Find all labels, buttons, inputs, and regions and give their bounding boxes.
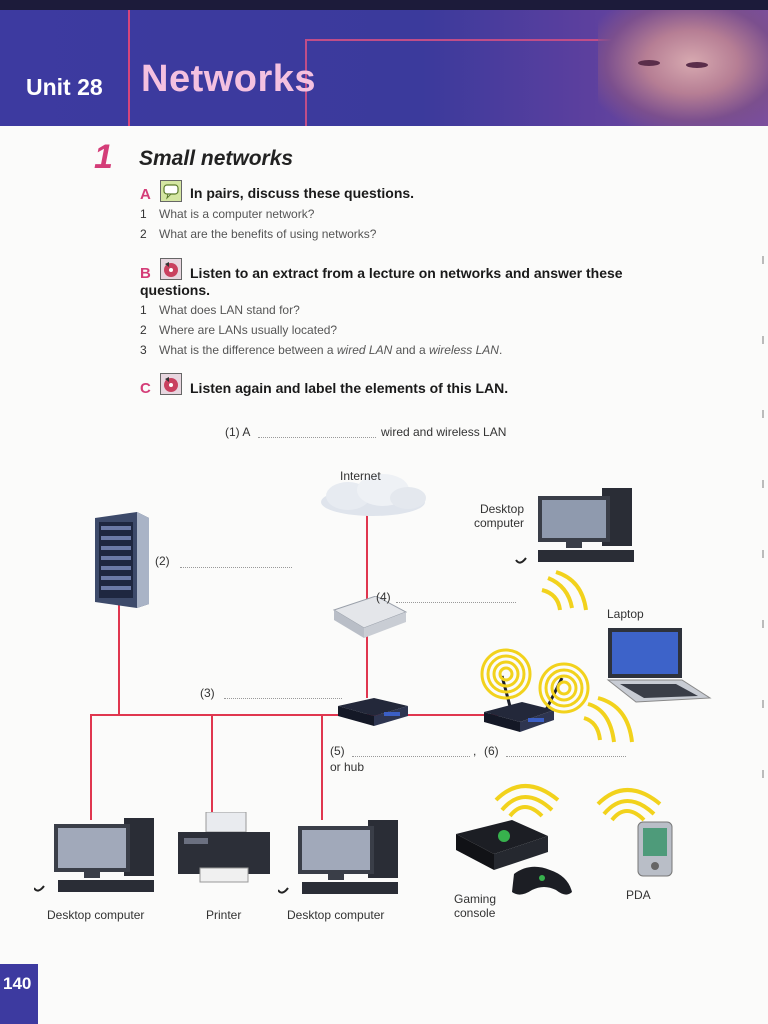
server-rack bbox=[93, 512, 151, 613]
wifi-signal-icon bbox=[478, 646, 534, 707]
margin-mark bbox=[762, 770, 764, 778]
section-number: 1 bbox=[94, 138, 113, 176]
part-b-instruction-cont: questions. bbox=[140, 282, 211, 298]
margin-mark bbox=[762, 410, 764, 418]
margin-mark bbox=[762, 480, 764, 488]
question-number: 2 bbox=[140, 323, 147, 337]
printer bbox=[176, 811, 272, 893]
audio-cd-icon bbox=[160, 258, 182, 280]
internet-cloud bbox=[308, 464, 438, 529]
blank-2 bbox=[180, 566, 292, 568]
modem bbox=[332, 595, 408, 645]
margin-mark bbox=[762, 256, 764, 264]
unit-header bbox=[0, 0, 768, 126]
internet-wire bbox=[366, 505, 368, 605]
desktop-computer-mid bbox=[277, 818, 402, 905]
laptop-label: Laptop bbox=[607, 607, 644, 621]
wifi-signal-icon bbox=[536, 660, 592, 721]
margin-mark bbox=[762, 550, 764, 558]
audio-cd-icon bbox=[160, 373, 182, 395]
blank-4 bbox=[396, 601, 516, 603]
wifi-signal-icon bbox=[494, 780, 560, 825]
question-text: What are the benefits of using networks? bbox=[159, 227, 377, 241]
label-4: (4) bbox=[376, 590, 391, 604]
section-title: Small networks bbox=[139, 147, 294, 170]
part-a-letter: A bbox=[140, 186, 151, 203]
blank-1 bbox=[258, 436, 376, 438]
label-5: (5) bbox=[330, 744, 345, 758]
header-top-bar bbox=[0, 0, 768, 10]
desktop-computer-left bbox=[33, 816, 158, 903]
blank-3 bbox=[224, 697, 342, 699]
or-hub-label: or hub bbox=[330, 760, 365, 774]
question-text: Where are LANs usually located? bbox=[159, 323, 338, 337]
wifi-signal-icon bbox=[538, 568, 600, 619]
diagram-caption-prefix: (1) A bbox=[225, 425, 251, 439]
gaming-console bbox=[454, 818, 576, 907]
part-a-instruction: In pairs, discuss these questions. bbox=[190, 185, 415, 201]
desktop-mid-wire bbox=[321, 714, 323, 820]
desktop-mid-label: Desktop computer bbox=[287, 908, 385, 922]
question-number: 1 bbox=[140, 207, 147, 221]
margin-mark bbox=[762, 336, 764, 344]
page-number: 140 bbox=[3, 974, 32, 993]
part-b-letter: B bbox=[140, 265, 151, 282]
desktop-computer-top bbox=[514, 488, 636, 575]
header-divider bbox=[128, 10, 130, 126]
internet-label: Internet bbox=[340, 469, 381, 483]
unit-title: Networks bbox=[141, 58, 317, 100]
ap-wire bbox=[410, 714, 482, 716]
question-number: 2 bbox=[140, 227, 147, 241]
blank-6 bbox=[506, 755, 626, 757]
part-b-instruction: Listen to an extract from a lecture on n… bbox=[190, 265, 623, 281]
label-3: (3) bbox=[200, 686, 215, 700]
wifi-signal-icon bbox=[580, 696, 638, 753]
printer-label: Printer bbox=[206, 908, 242, 922]
question-text: What is the difference between a wired L… bbox=[159, 343, 503, 357]
label-6: (6) bbox=[484, 744, 499, 758]
margin-mark bbox=[762, 620, 764, 628]
header-decor-line-vertical bbox=[305, 39, 307, 126]
part-c-instruction: Listen again and label the elements of t… bbox=[190, 380, 509, 396]
header-photo bbox=[598, 10, 768, 126]
unit-label: Unit 28 bbox=[26, 74, 103, 100]
label-2: (2) bbox=[155, 554, 170, 568]
question-text: What does LAN stand for? bbox=[159, 303, 300, 317]
pda bbox=[636, 820, 674, 883]
margin-mark bbox=[762, 700, 764, 708]
printer-wire bbox=[211, 714, 213, 818]
desktop-left-wire bbox=[90, 714, 92, 820]
blank-5 bbox=[352, 755, 470, 757]
diagram-caption-suffix: wired and wireless LAN bbox=[381, 425, 507, 439]
question-number: 1 bbox=[140, 303, 147, 317]
server-wire bbox=[118, 604, 120, 716]
part-c-letter: C bbox=[140, 380, 151, 397]
desktop-left-label: Desktop computer bbox=[47, 908, 145, 922]
laptop bbox=[606, 626, 712, 715]
wifi-signal-icon bbox=[596, 784, 662, 829]
modem-wire bbox=[366, 636, 368, 698]
page-number-tab: 140 bbox=[0, 964, 38, 1024]
pda-label: PDA bbox=[626, 888, 651, 902]
lan-backbone-wire bbox=[90, 714, 520, 716]
speech-bubble-icon bbox=[160, 180, 182, 202]
question-number: 3 bbox=[140, 343, 147, 357]
switch bbox=[334, 694, 410, 735]
comma: , bbox=[473, 744, 477, 758]
question-text: What is a computer network? bbox=[159, 207, 315, 221]
header-decor-line bbox=[305, 39, 725, 41]
